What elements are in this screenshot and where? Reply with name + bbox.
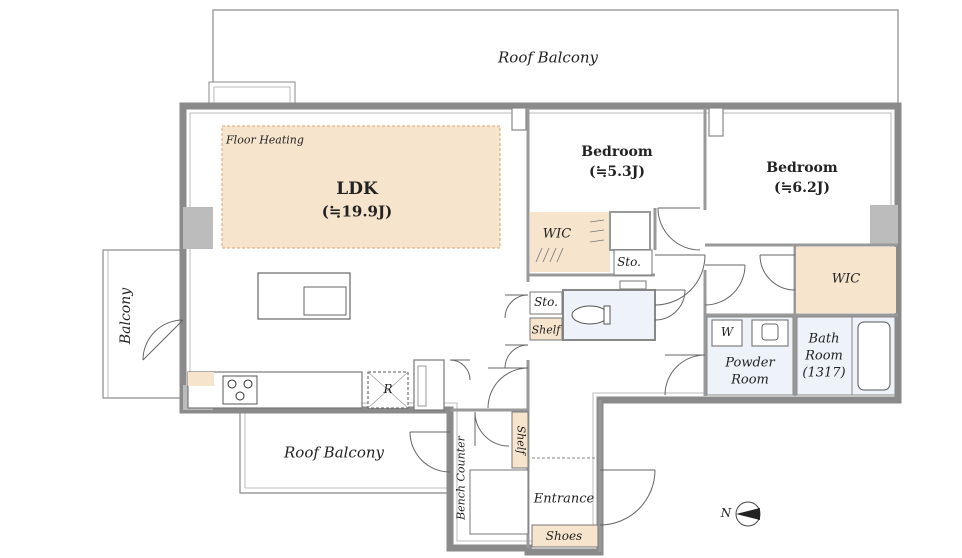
- floor-heating-area: [221, 125, 501, 249]
- wic2-label: WIC: [831, 271, 861, 287]
- powder-room-label: Powder: [725, 355, 775, 371]
- bath-room-label: Bath: [808, 331, 840, 347]
- shelf1-label: Shelf: [531, 323, 561, 337]
- roof-balcony-bottom-outline: [239, 410, 450, 494]
- wic2-area: [796, 247, 896, 313]
- bath-room-label-2: Room: [805, 348, 843, 364]
- sto2-label: Sto.: [534, 295, 558, 310]
- shelf2-label: Shelf: [514, 425, 528, 455]
- roof-balcony-bottom-label: Roof Balcony: [283, 443, 385, 462]
- balcony-label: Balcony: [117, 287, 134, 345]
- stove: [222, 375, 258, 405]
- refrigerator-label: R: [383, 382, 393, 397]
- bathtub: [857, 321, 891, 391]
- entrance-label: Entrance: [533, 491, 595, 507]
- floor-heating-label: Floor Heating: [226, 133, 304, 147]
- powder-room-label-2: Room: [731, 372, 769, 388]
- washer-label: W: [720, 325, 734, 340]
- north-arrow: [735, 501, 761, 527]
- washer: [711, 319, 743, 347]
- sto1-label: Sto.: [617, 255, 641, 270]
- bench-counter-label: Bench Counter: [454, 436, 468, 520]
- ldk-label: LDK: [336, 179, 378, 200]
- bedroom1-label: Bedroom: [581, 143, 653, 160]
- wic1-label: WIC: [542, 226, 572, 242]
- kitchen-sink: [303, 286, 347, 316]
- roof-balcony-top-label: Roof Balcony: [497, 48, 599, 67]
- shoes-label: Shoes: [545, 529, 583, 544]
- outer-wall: [179, 102, 902, 556]
- ldk-size-label: (≒19.9J): [321, 202, 393, 221]
- toilet: [571, 305, 609, 325]
- bedroom2-size-label: (≒6.2J): [774, 179, 830, 196]
- balcony-left-outline: [102, 249, 184, 399]
- north-label: N: [720, 506, 732, 521]
- bath-room-label-3: (1317): [802, 365, 846, 381]
- bedroom2-label: Bedroom: [766, 159, 838, 176]
- bedroom1-size-label: (≒5.3J): [589, 163, 645, 180]
- kitchen-counter: [187, 371, 363, 409]
